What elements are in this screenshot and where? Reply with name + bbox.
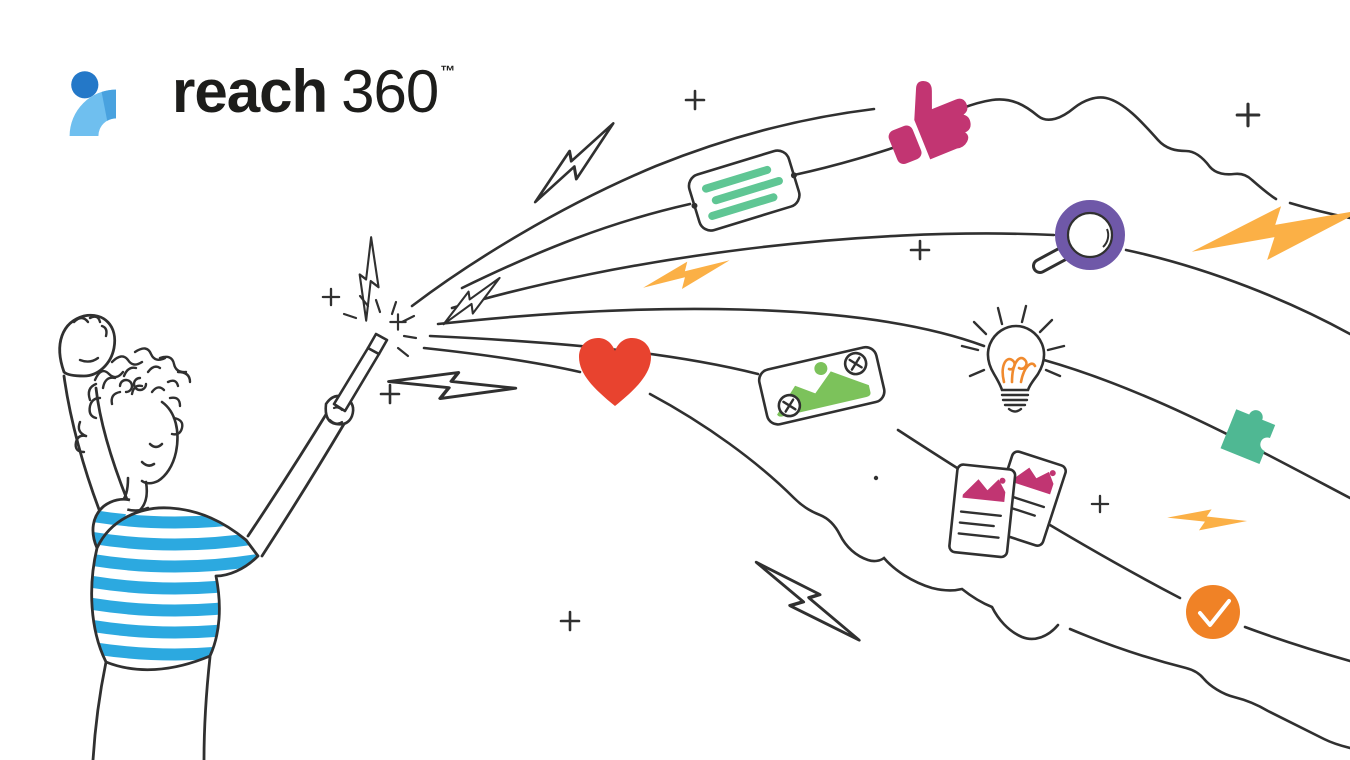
sparkle-rays xyxy=(342,294,418,358)
logo-dot xyxy=(71,71,99,99)
skirt xyxy=(91,655,212,760)
magic-wand xyxy=(332,294,418,413)
trademark-symbol: ™ xyxy=(440,63,455,80)
lightning-mid-orange-icon xyxy=(1166,502,1248,539)
puzzle-icon xyxy=(1220,409,1276,464)
logo-text-360: 360 xyxy=(341,58,439,125)
plus-marks xyxy=(321,89,1261,632)
logo-wordmark: reach 360 ™ xyxy=(172,58,455,125)
face xyxy=(116,400,179,512)
image-card-icon xyxy=(757,345,886,426)
check-circle-icon xyxy=(1186,585,1240,639)
reach-360-logo-mark xyxy=(69,71,116,136)
lightbulb-icon xyxy=(960,304,1066,413)
logo-text-reach: reach xyxy=(172,58,328,125)
lightning-large-yellow-icon xyxy=(1188,197,1350,268)
person-illustration xyxy=(58,294,418,760)
lightning-small-orange-icon xyxy=(640,254,734,296)
report-cards-icon xyxy=(948,450,1067,559)
reach-360-logo[interactable]: reach 360 ™ xyxy=(56,56,455,152)
swoosh-cloud-lines xyxy=(410,96,1350,750)
text-card-icon xyxy=(687,149,801,232)
lightbulb-rays xyxy=(960,304,1066,378)
heart-icon xyxy=(579,338,651,406)
logo-swoosh-accent xyxy=(101,89,116,121)
magnifier-icon xyxy=(1032,200,1125,274)
thumbs-up-icon xyxy=(888,81,971,165)
hair xyxy=(74,347,192,454)
